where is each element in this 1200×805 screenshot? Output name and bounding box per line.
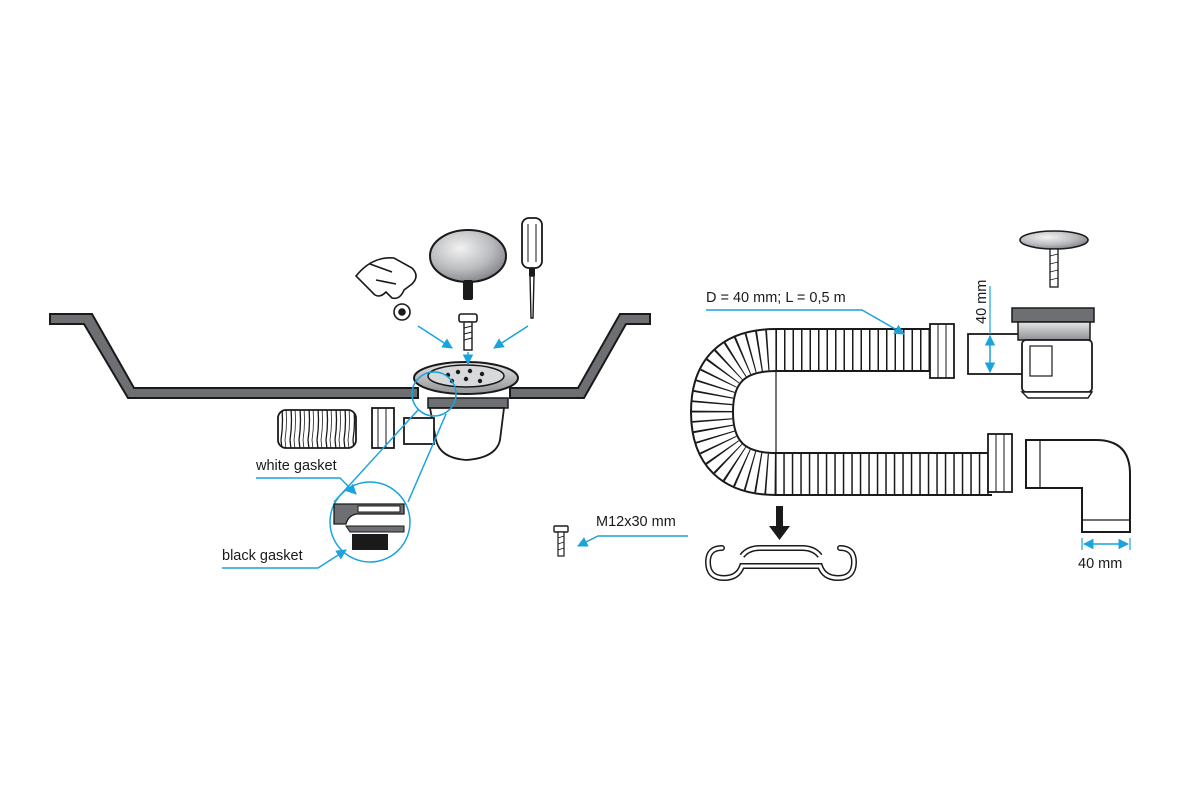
pipe-diameter-label: 40 mm xyxy=(974,280,990,324)
pipe-diameter-dimension: 40 mm xyxy=(974,280,996,374)
drain-body xyxy=(967,307,1095,399)
down-arrow-icon xyxy=(769,506,790,540)
white-gasket-label: white gasket xyxy=(255,458,337,474)
hose-nut-lower xyxy=(987,433,1013,493)
hose-nut-left xyxy=(371,407,395,449)
arrow-hand xyxy=(417,325,453,349)
short-hose xyxy=(277,409,357,449)
hand-icon xyxy=(354,257,417,321)
elbow-diameter-dimension: 40 mm xyxy=(1078,538,1131,572)
elbow-diameter-label: 40 mm xyxy=(1078,556,1122,572)
gasket-detail xyxy=(329,481,411,563)
hose-spec-label: D = 40 mm; L = 0,5 m xyxy=(706,290,846,306)
black-gasket-label: black gasket xyxy=(222,548,303,564)
screwdriver xyxy=(521,217,543,319)
hose-clip xyxy=(704,545,858,582)
screw-size-label: M12x30 mm xyxy=(596,514,676,530)
drain-cap xyxy=(429,229,507,300)
arrow-screwdriver xyxy=(493,325,529,349)
screw-m12 xyxy=(553,525,569,557)
screw xyxy=(458,313,478,351)
hose-nut-upper xyxy=(929,323,955,379)
strainer-drain xyxy=(403,361,519,461)
white-gasket-callout: white gasket xyxy=(255,458,357,495)
sink-profile-right xyxy=(509,313,651,399)
elbow-pipe xyxy=(1025,439,1131,533)
sink-profile xyxy=(49,313,419,399)
detail-connector-2 xyxy=(407,413,447,503)
corrugated-hose xyxy=(689,328,992,496)
detail-circle-small xyxy=(411,371,457,417)
hose-spec-callout: D = 40 mm; L = 0,5 m xyxy=(706,290,905,335)
drain-cap-small xyxy=(1019,230,1089,288)
screw-spec-callout: M12x30 mm xyxy=(577,514,688,547)
black-gasket-callout: black gasket xyxy=(222,548,347,569)
